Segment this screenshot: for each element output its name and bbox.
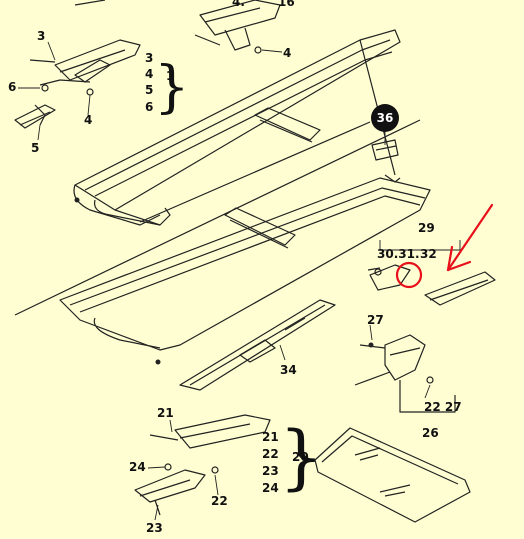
bottom-group-total: 20 bbox=[292, 450, 309, 464]
red-arrow-head-icon bbox=[446, 245, 472, 272]
left-group-item-3: 6 bbox=[145, 100, 154, 114]
label-22: 22 bbox=[211, 494, 228, 508]
label-29: 29 bbox=[418, 221, 435, 235]
top-center-assembly bbox=[74, 0, 281, 54]
hardware-pins bbox=[74, 197, 374, 365]
label-top-right-4: 4 bbox=[283, 46, 292, 60]
label-3: 3 bbox=[37, 29, 46, 43]
roof-frame bbox=[14, 29, 431, 351]
red-annotation bbox=[395, 203, 494, 289]
left-assembly bbox=[14, 39, 141, 129]
left-group-brace: } bbox=[154, 55, 190, 120]
label-5: 5 bbox=[31, 141, 40, 155]
label-34: 34 bbox=[280, 363, 297, 377]
label-24: 24 bbox=[129, 460, 146, 474]
slide-rail-34 bbox=[179, 299, 336, 391]
label-23: 23 bbox=[146, 521, 163, 535]
label-30-31: 30.31. bbox=[377, 247, 420, 261]
bottom-group-item-3: 24 bbox=[262, 481, 279, 495]
leader-lines bbox=[18, 41, 461, 521]
label-22-27: 22 27 bbox=[424, 400, 462, 414]
left-group-item-0: 3 bbox=[145, 51, 154, 65]
glass-panel bbox=[314, 427, 471, 523]
label-21: 21 bbox=[157, 406, 174, 420]
bottom-group-item-0: 21 bbox=[262, 430, 279, 444]
label-27: 27 bbox=[367, 313, 384, 327]
left-group-item-1: 4 bbox=[145, 67, 154, 81]
bottom-group-item-2: 23 bbox=[262, 464, 279, 478]
red-circle-icon bbox=[395, 261, 423, 289]
label-6: 6 bbox=[8, 80, 17, 94]
callout-badge-36: 36 bbox=[371, 104, 399, 132]
right-assembly bbox=[367, 264, 496, 306]
mechanism-26 bbox=[354, 334, 456, 413]
bracket-36 bbox=[371, 139, 399, 161]
left-group-total: 1 bbox=[166, 69, 175, 83]
red-arrow-shaft bbox=[446, 203, 494, 272]
label-26: 26 bbox=[422, 426, 439, 440]
bottom-group-brace: } bbox=[279, 416, 324, 498]
bottom-group-item-1: 22 bbox=[262, 447, 279, 461]
label-4: 4 bbox=[84, 113, 93, 127]
bottom-assembly bbox=[134, 414, 271, 516]
label-top-partial-16: 16 bbox=[278, 0, 295, 9]
label-32: 32 bbox=[420, 247, 437, 261]
label-top-partial-4: 4. bbox=[232, 0, 245, 9]
left-group-item-2: 5 bbox=[145, 83, 154, 97]
